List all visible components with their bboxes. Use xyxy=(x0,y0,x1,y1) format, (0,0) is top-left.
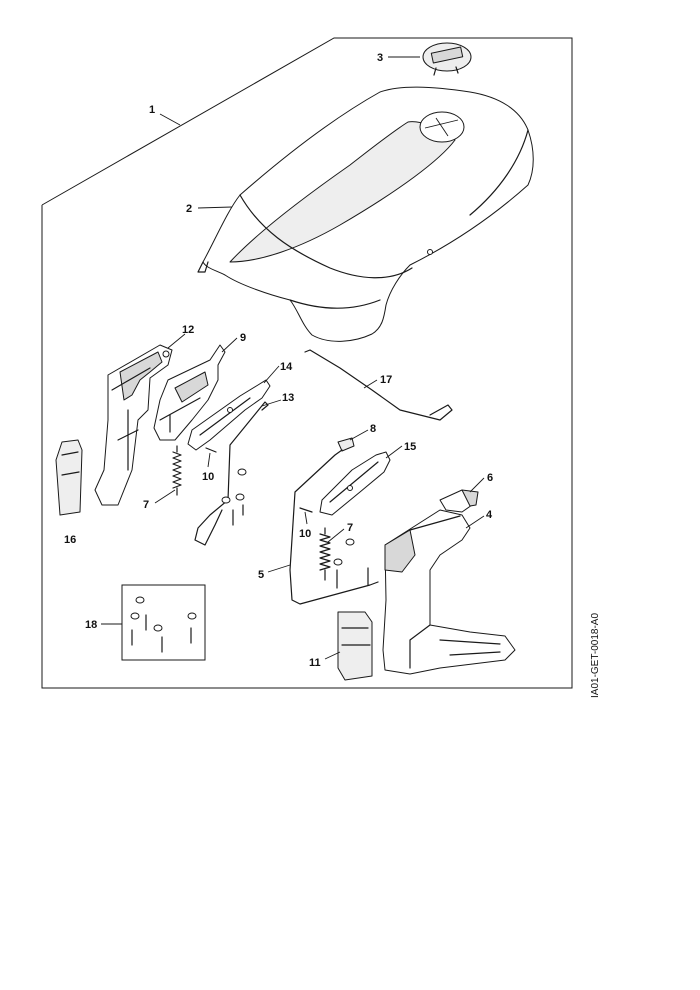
callout-4: 4 xyxy=(486,509,493,521)
callout-10-right: 10 xyxy=(299,528,311,540)
callout-16: 16 xyxy=(64,534,76,546)
logo-badge-part xyxy=(422,42,472,76)
left-fasteners xyxy=(221,468,247,526)
latch-housing-part xyxy=(153,344,226,441)
callout-14: 14 xyxy=(280,361,293,373)
cover-part xyxy=(197,86,534,342)
long-rod-part xyxy=(304,349,453,421)
small-cap-part xyxy=(337,437,355,452)
callout-1: 1 xyxy=(149,104,155,116)
hardware-kit-part xyxy=(121,584,206,661)
left-wire-bracket-part xyxy=(194,401,269,546)
right-lever-part xyxy=(319,451,391,516)
right-fasteners xyxy=(333,538,369,589)
callout-8: 8 xyxy=(370,423,376,435)
callout-7-left: 7 xyxy=(143,499,149,511)
callout-10-left: 10 xyxy=(202,471,214,483)
callout-9: 9 xyxy=(240,332,246,344)
callout-5: 5 xyxy=(258,569,264,581)
leader-lines xyxy=(101,56,485,660)
drawing-code: IA01-GET-0018-A0 xyxy=(590,613,601,698)
callout-15: 15 xyxy=(404,441,416,453)
callout-3: 3 xyxy=(377,52,383,64)
callout-6: 6 xyxy=(487,472,493,484)
left-housing-part xyxy=(94,344,173,506)
callout-13: 13 xyxy=(282,392,294,404)
left-pin-part xyxy=(205,447,217,453)
callout-labels: 1 2 3 4 5 6 7 7 8 9 10 10 11 12 13 14 15… xyxy=(64,52,493,669)
callout-17: 17 xyxy=(380,374,392,386)
callout-12: 12 xyxy=(182,324,194,336)
right-pin-part xyxy=(299,507,313,513)
callout-18: 18 xyxy=(85,619,97,631)
lever-part xyxy=(187,379,271,451)
callout-7-right: 7 xyxy=(347,522,353,534)
right-wire-bracket-part xyxy=(289,449,379,605)
clip-part xyxy=(439,489,479,513)
right-spring-part xyxy=(319,527,331,581)
assembly-frame xyxy=(41,37,573,689)
left-spring-part xyxy=(172,445,182,496)
right-base-housing-part xyxy=(382,509,516,675)
small-cover-part xyxy=(55,439,83,516)
bottom-cover-part xyxy=(337,611,373,681)
callout-2: 2 xyxy=(186,203,192,215)
callout-11: 11 xyxy=(309,657,321,669)
